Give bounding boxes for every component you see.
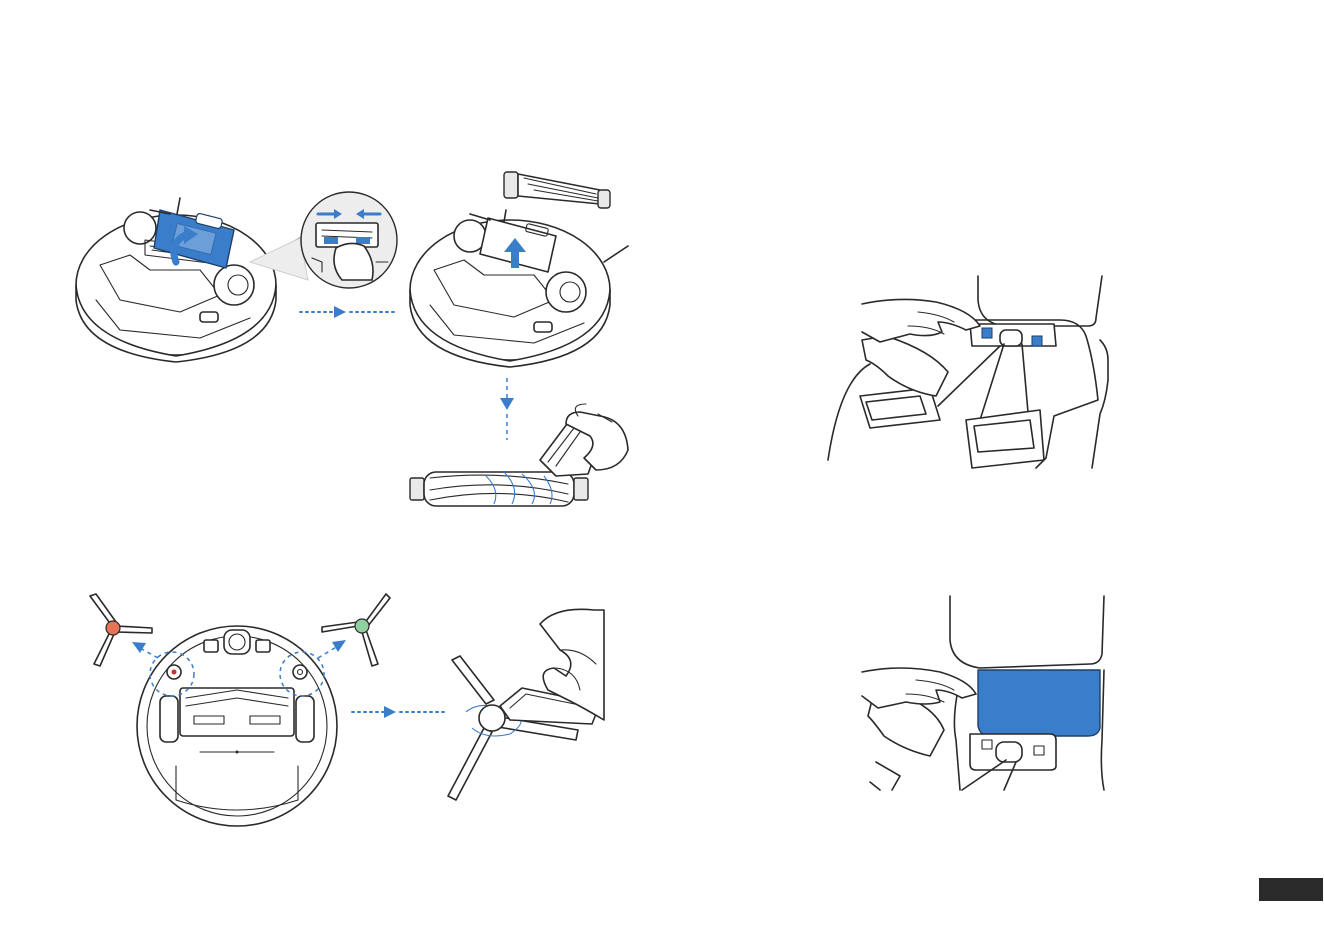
- robot-underside-side-brushes: [90, 594, 390, 826]
- dock-contacts-wiping: [828, 276, 1108, 468]
- page-tab-marker: [1259, 878, 1323, 901]
- step-arrow-right: [300, 306, 396, 318]
- step-arrow-right: [352, 706, 446, 718]
- main-brush-cleaning: [410, 404, 628, 506]
- step-arrow-down: [500, 378, 514, 440]
- dock-sensor-window-wiping: [862, 596, 1104, 790]
- robot-main-brush-removed: [410, 172, 628, 367]
- robot-main-brush-cover-open: [76, 198, 300, 362]
- side-brush-cleaning: [448, 609, 604, 800]
